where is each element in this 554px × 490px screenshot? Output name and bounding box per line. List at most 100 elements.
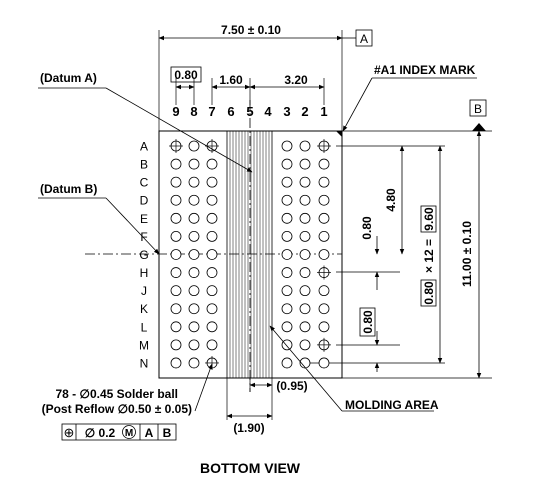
solder-ball — [206, 194, 218, 206]
solder-ball — [206, 267, 218, 278]
solder-ball — [188, 194, 200, 206]
solder-ball — [299, 285, 311, 297]
solder-ball — [318, 176, 330, 188]
package-outline — [158, 130, 343, 379]
solder-ball — [318, 357, 330, 369]
solder-ball — [299, 267, 311, 278]
solder-ball — [317, 265, 331, 280]
three-cols-dimension: 3.20 — [284, 73, 308, 87]
solder-ball — [188, 267, 200, 278]
solder-ball — [281, 194, 293, 206]
solder-ball — [281, 249, 293, 260]
row-pitch-value: 0.80 — [361, 310, 375, 334]
solder-ball — [206, 230, 218, 242]
solder-ball — [206, 249, 218, 260]
solder-ball — [299, 339, 311, 351]
solder-ball — [318, 303, 330, 315]
twelve-pitch-dimension: 0.80 × 12 = 9.60 — [420, 205, 437, 307]
solder-ball — [299, 357, 311, 369]
solder-ball — [299, 212, 311, 224]
solder-ball — [281, 357, 293, 369]
row-label: D — [140, 194, 149, 208]
solder-ball — [299, 194, 311, 206]
solder-ball — [188, 321, 200, 333]
solder-ball — [170, 194, 182, 206]
position-symbol: ⊕ — [64, 425, 75, 440]
solder-ball — [317, 337, 331, 352]
solder-ball — [281, 285, 293, 297]
solder-ball — [170, 321, 182, 333]
solder-ball — [318, 194, 330, 206]
solder-ball — [170, 303, 182, 315]
solder-ball — [188, 176, 200, 188]
center-to-ball-dimension: (0.95) — [276, 379, 307, 393]
solder-ball — [170, 285, 182, 297]
width-dimension: 7.50 ± 0.10 — [221, 23, 281, 37]
solder-ball — [170, 249, 182, 260]
twelve-pitch-total: 9.60 — [422, 207, 436, 231]
column-label: 8 — [190, 104, 197, 119]
solder-ball — [281, 230, 293, 242]
solder-ball — [299, 321, 311, 333]
solder-ball — [281, 212, 293, 224]
solder-ball — [318, 249, 330, 260]
datum-b-box-label: B — [474, 102, 482, 116]
row-label: A — [140, 140, 148, 154]
solder-ball — [281, 303, 293, 315]
column-label: 1 — [320, 104, 327, 119]
row-label: K — [140, 302, 148, 316]
datum-a-box-label: A — [360, 32, 368, 46]
datum-ref-a: A — [145, 426, 154, 440]
solder-ball — [299, 140, 311, 152]
a1-index-chamfer — [336, 131, 342, 137]
solder-ball — [206, 212, 218, 224]
datum-a-box — [355, 29, 373, 47]
solder-ball — [318, 230, 330, 242]
row-label: C — [140, 176, 149, 190]
solder-ball — [169, 139, 183, 153]
solder-ball — [281, 267, 293, 278]
pitch-box — [170, 66, 202, 83]
solder-ball — [170, 230, 182, 242]
solder-ball — [188, 357, 200, 369]
molding-width-dimension: (1.90) — [233, 421, 264, 435]
solder-ball-post-reflow: (Post Reflow ∅0.50 ± 0.05) — [42, 402, 192, 416]
twelve-pitch-mid: × 12 = — [422, 239, 436, 273]
solder-ball — [299, 158, 311, 170]
dimension-lines — [158, 35, 482, 419]
row-label: M — [139, 338, 149, 352]
solder-ball — [188, 212, 200, 224]
index-mark-label: #A1 INDEX MARK — [374, 63, 476, 77]
solder-ball — [299, 230, 311, 242]
solder-ball — [281, 321, 293, 333]
solder-ball — [318, 212, 330, 224]
datum-b-label: (Datum B) — [40, 182, 97, 196]
solder-ball — [318, 285, 330, 297]
datum-b-box — [469, 99, 487, 117]
column-label: 9 — [172, 104, 179, 119]
row-label: B — [140, 158, 148, 172]
row-label: H — [140, 266, 149, 280]
mmc-modifier: M — [125, 428, 133, 439]
solder-ball-spec: 78 - ∅0.45 Solder ball — [55, 387, 178, 401]
solder-ball — [299, 303, 311, 315]
solder-ball — [318, 321, 330, 333]
solder-ball — [170, 176, 182, 188]
solder-ball — [188, 285, 200, 297]
solder-ball — [281, 176, 293, 188]
view-title: BOTTOM VIEW — [200, 460, 301, 476]
height-dimension: 11.00 ± 0.10 — [460, 221, 474, 287]
row-label: L — [141, 320, 148, 334]
solder-ball — [299, 249, 311, 260]
solder-ball — [299, 176, 311, 188]
molding-area-label: MOLDING AREA — [345, 398, 439, 412]
row-label: F — [140, 230, 147, 244]
column-label: 4 — [264, 104, 272, 119]
solder-ball — [188, 158, 200, 170]
solder-ball — [205, 355, 219, 370]
four-rows-dimension: 4.80 — [384, 188, 398, 212]
column-label: 5 — [246, 104, 253, 119]
